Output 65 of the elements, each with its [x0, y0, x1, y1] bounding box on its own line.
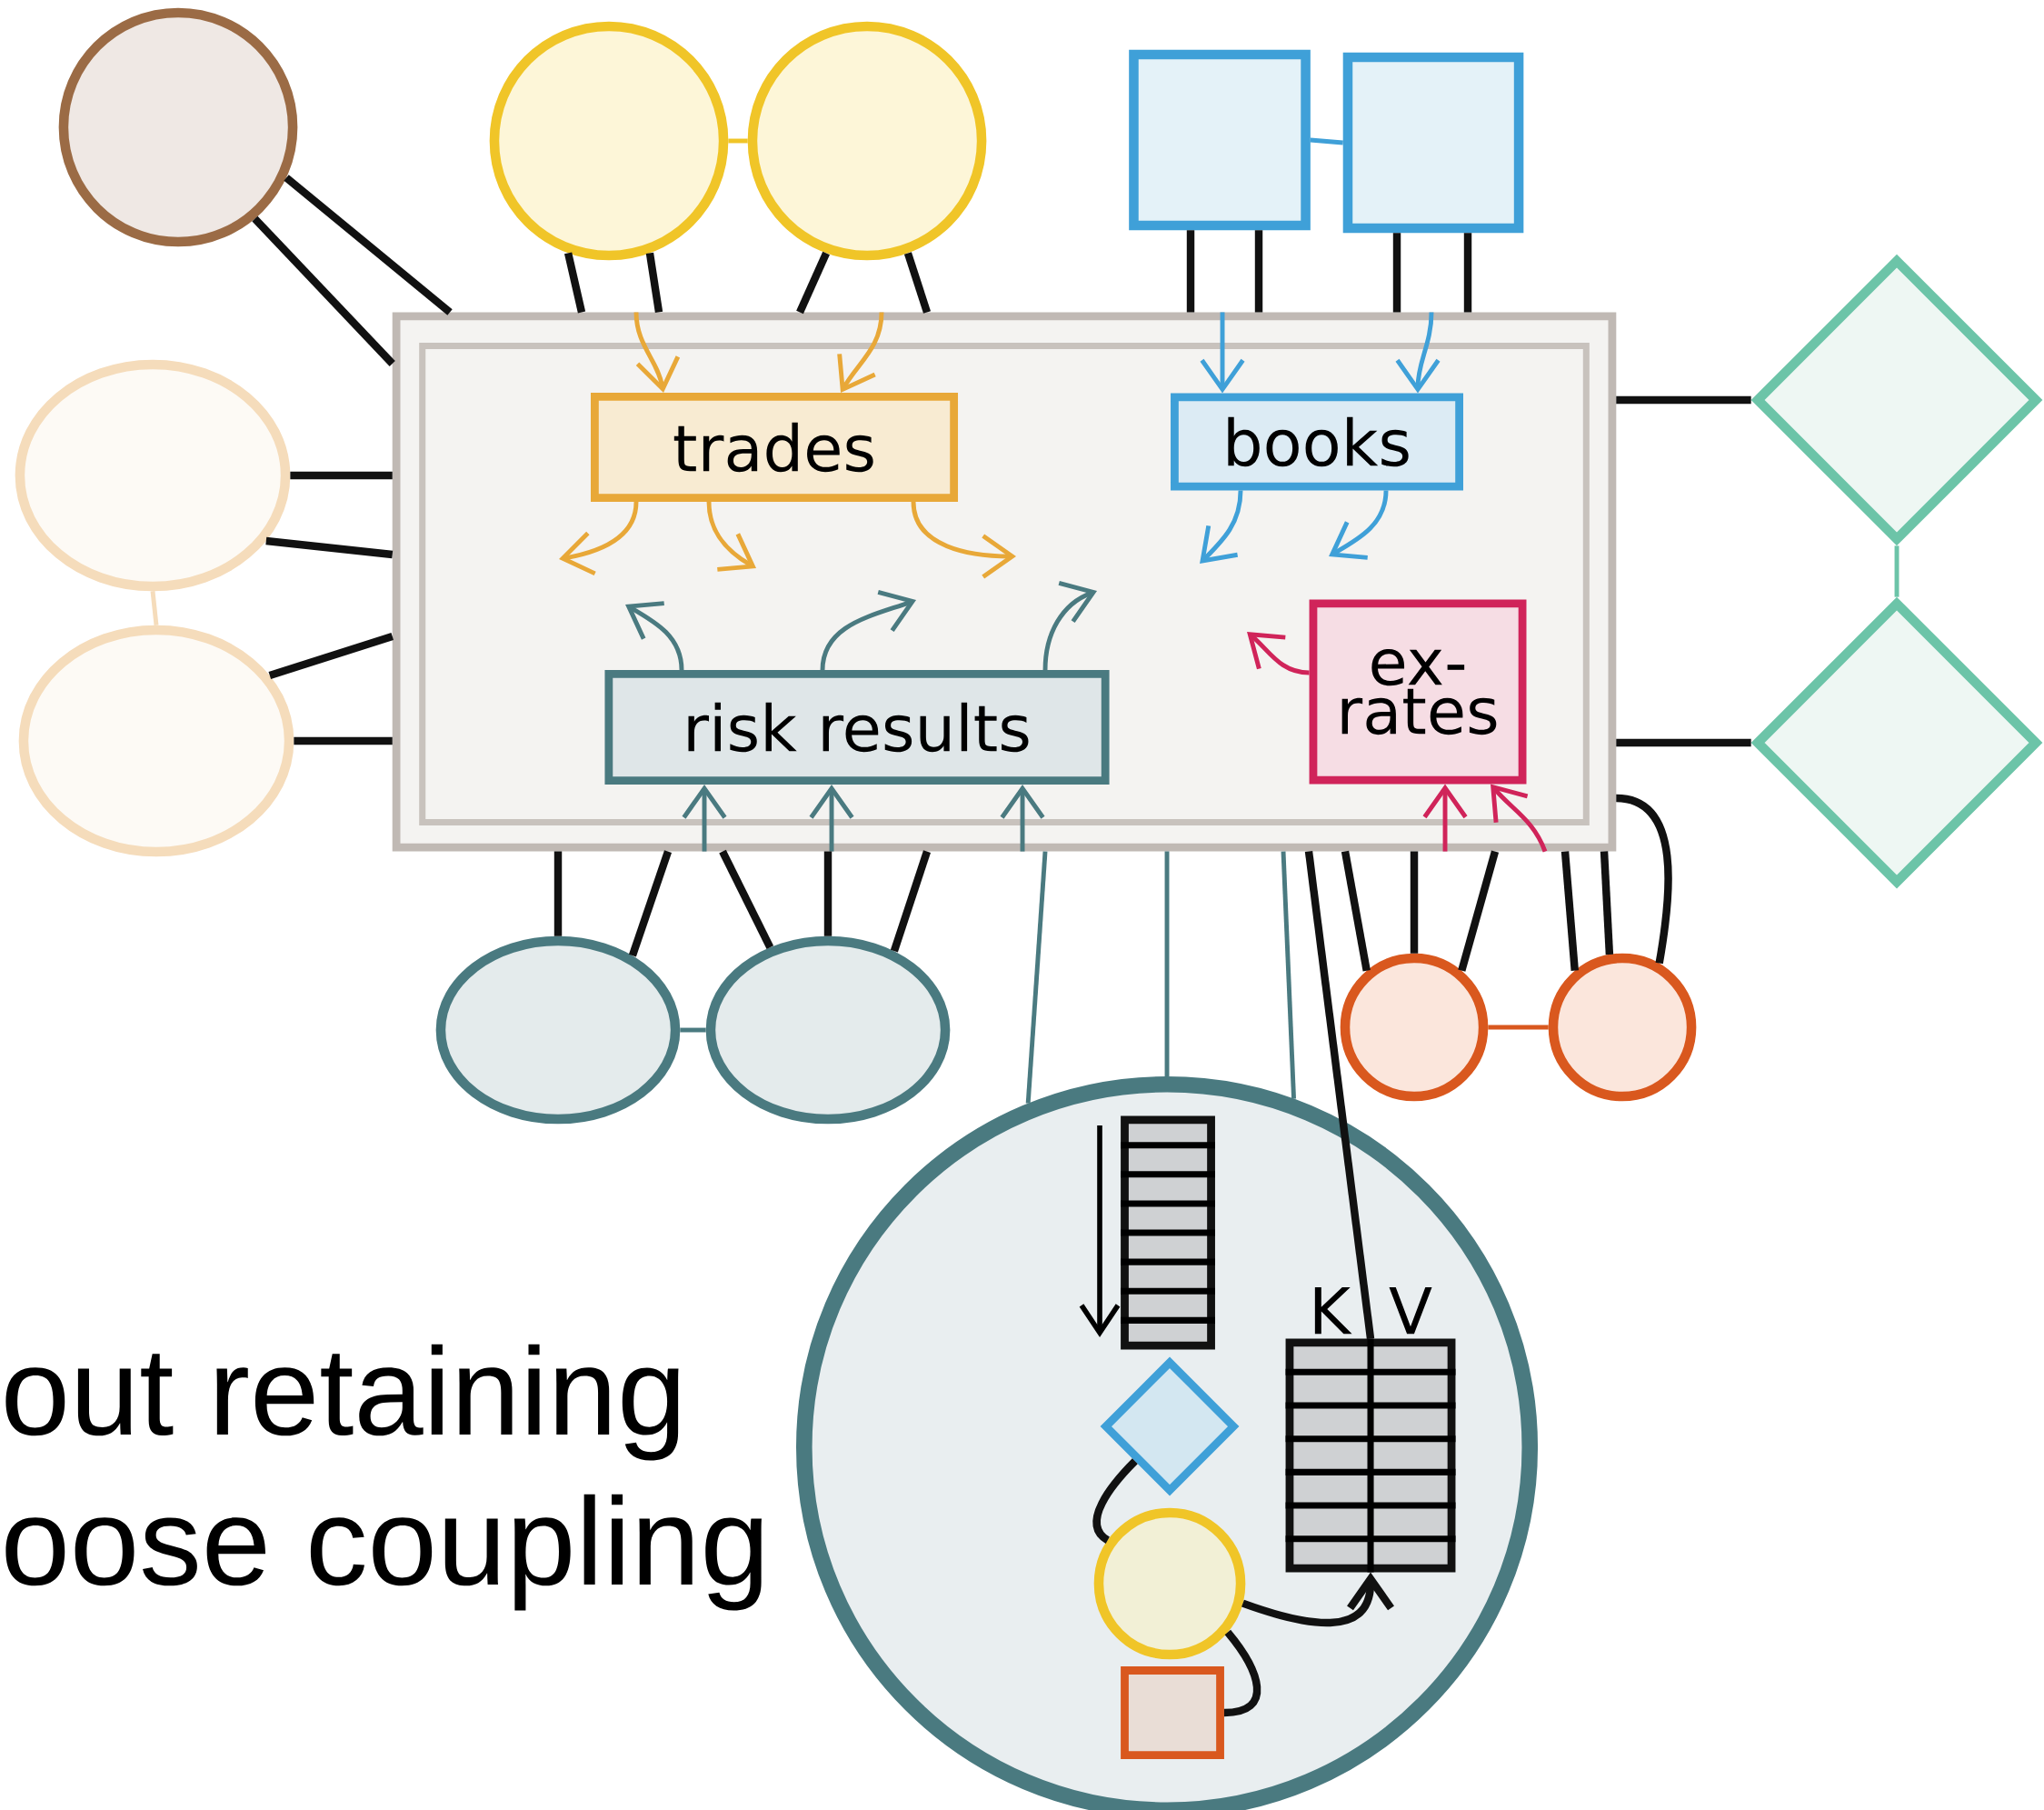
connector-line: [1254, 230, 1263, 313]
connector-line: [645, 252, 663, 314]
connector-line: [553, 851, 563, 936]
connector-line: [1600, 851, 1614, 955]
connector-line: [796, 251, 830, 315]
circle-shape: [1093, 1507, 1246, 1660]
arrow: [1241, 1572, 1394, 1627]
connector-line: [265, 536, 394, 559]
table-drawing: [1285, 1338, 1456, 1573]
connector-line: [1310, 137, 1343, 145]
connector-line: [680, 1027, 706, 1033]
circle-shape: [489, 21, 729, 261]
slide-text: oose coupling: [5, 1494, 762, 1611]
connector-line: [150, 591, 159, 625]
connector-line: [1488, 1025, 1549, 1030]
circle-shape: [58, 7, 298, 247]
connector-line: [1186, 230, 1195, 313]
ellipse-shape: [435, 935, 681, 1125]
label-box: risk results: [604, 670, 1110, 785]
connector-line: [290, 471, 393, 480]
connector-line: [628, 850, 672, 957]
column-letter: K: [1314, 1287, 1352, 1335]
ellipse-shape: [15, 359, 291, 592]
connector-line: [719, 849, 774, 949]
label-box: books: [1171, 393, 1463, 491]
box-shape: [1342, 52, 1524, 234]
connector-line: [252, 215, 395, 366]
connector-line: [1458, 850, 1500, 972]
connector-line: [268, 633, 394, 679]
connector-line: [1223, 1629, 1261, 1717]
slide-text: out retaining: [5, 1344, 679, 1461]
label-box: trades: [591, 393, 959, 502]
arrow: [911, 501, 1016, 579]
circle-shape: [1340, 953, 1489, 1102]
box-shape: [1129, 49, 1311, 231]
connector-line: [1341, 850, 1371, 972]
connector-line: [1281, 851, 1296, 1099]
connector-line: [903, 252, 932, 314]
connector-line: [823, 851, 833, 936]
ellipse-shape: [705, 935, 951, 1125]
circle-shape: [747, 21, 987, 261]
connector-line: [1392, 233, 1401, 313]
column-letter: V: [1389, 1287, 1432, 1335]
connector-line: [890, 850, 932, 953]
connector-line: [1164, 851, 1170, 1076]
connector-line: [1025, 851, 1048, 1104]
box-shape: [1121, 1666, 1224, 1759]
connector-line: [1463, 233, 1472, 313]
connector-line: [1560, 851, 1579, 972]
stack-drawing: [1121, 1115, 1215, 1350]
connector-line: [564, 252, 586, 314]
connector-line: [1616, 395, 1751, 405]
connector-line: [728, 138, 748, 144]
connector-line: [1894, 545, 1899, 597]
connector-line: [294, 736, 393, 745]
circle-shape: [1548, 953, 1697, 1102]
ellipse-shape: [18, 625, 294, 857]
arrow: [1042, 580, 1097, 671]
connector-line: [1410, 851, 1419, 954]
connector-line: [1304, 851, 1375, 1340]
arrow: [820, 589, 916, 671]
connector-line: [1616, 738, 1751, 747]
connector-line: [284, 175, 453, 315]
label-box: ex-rates: [1309, 599, 1527, 785]
arrow: [837, 312, 884, 394]
